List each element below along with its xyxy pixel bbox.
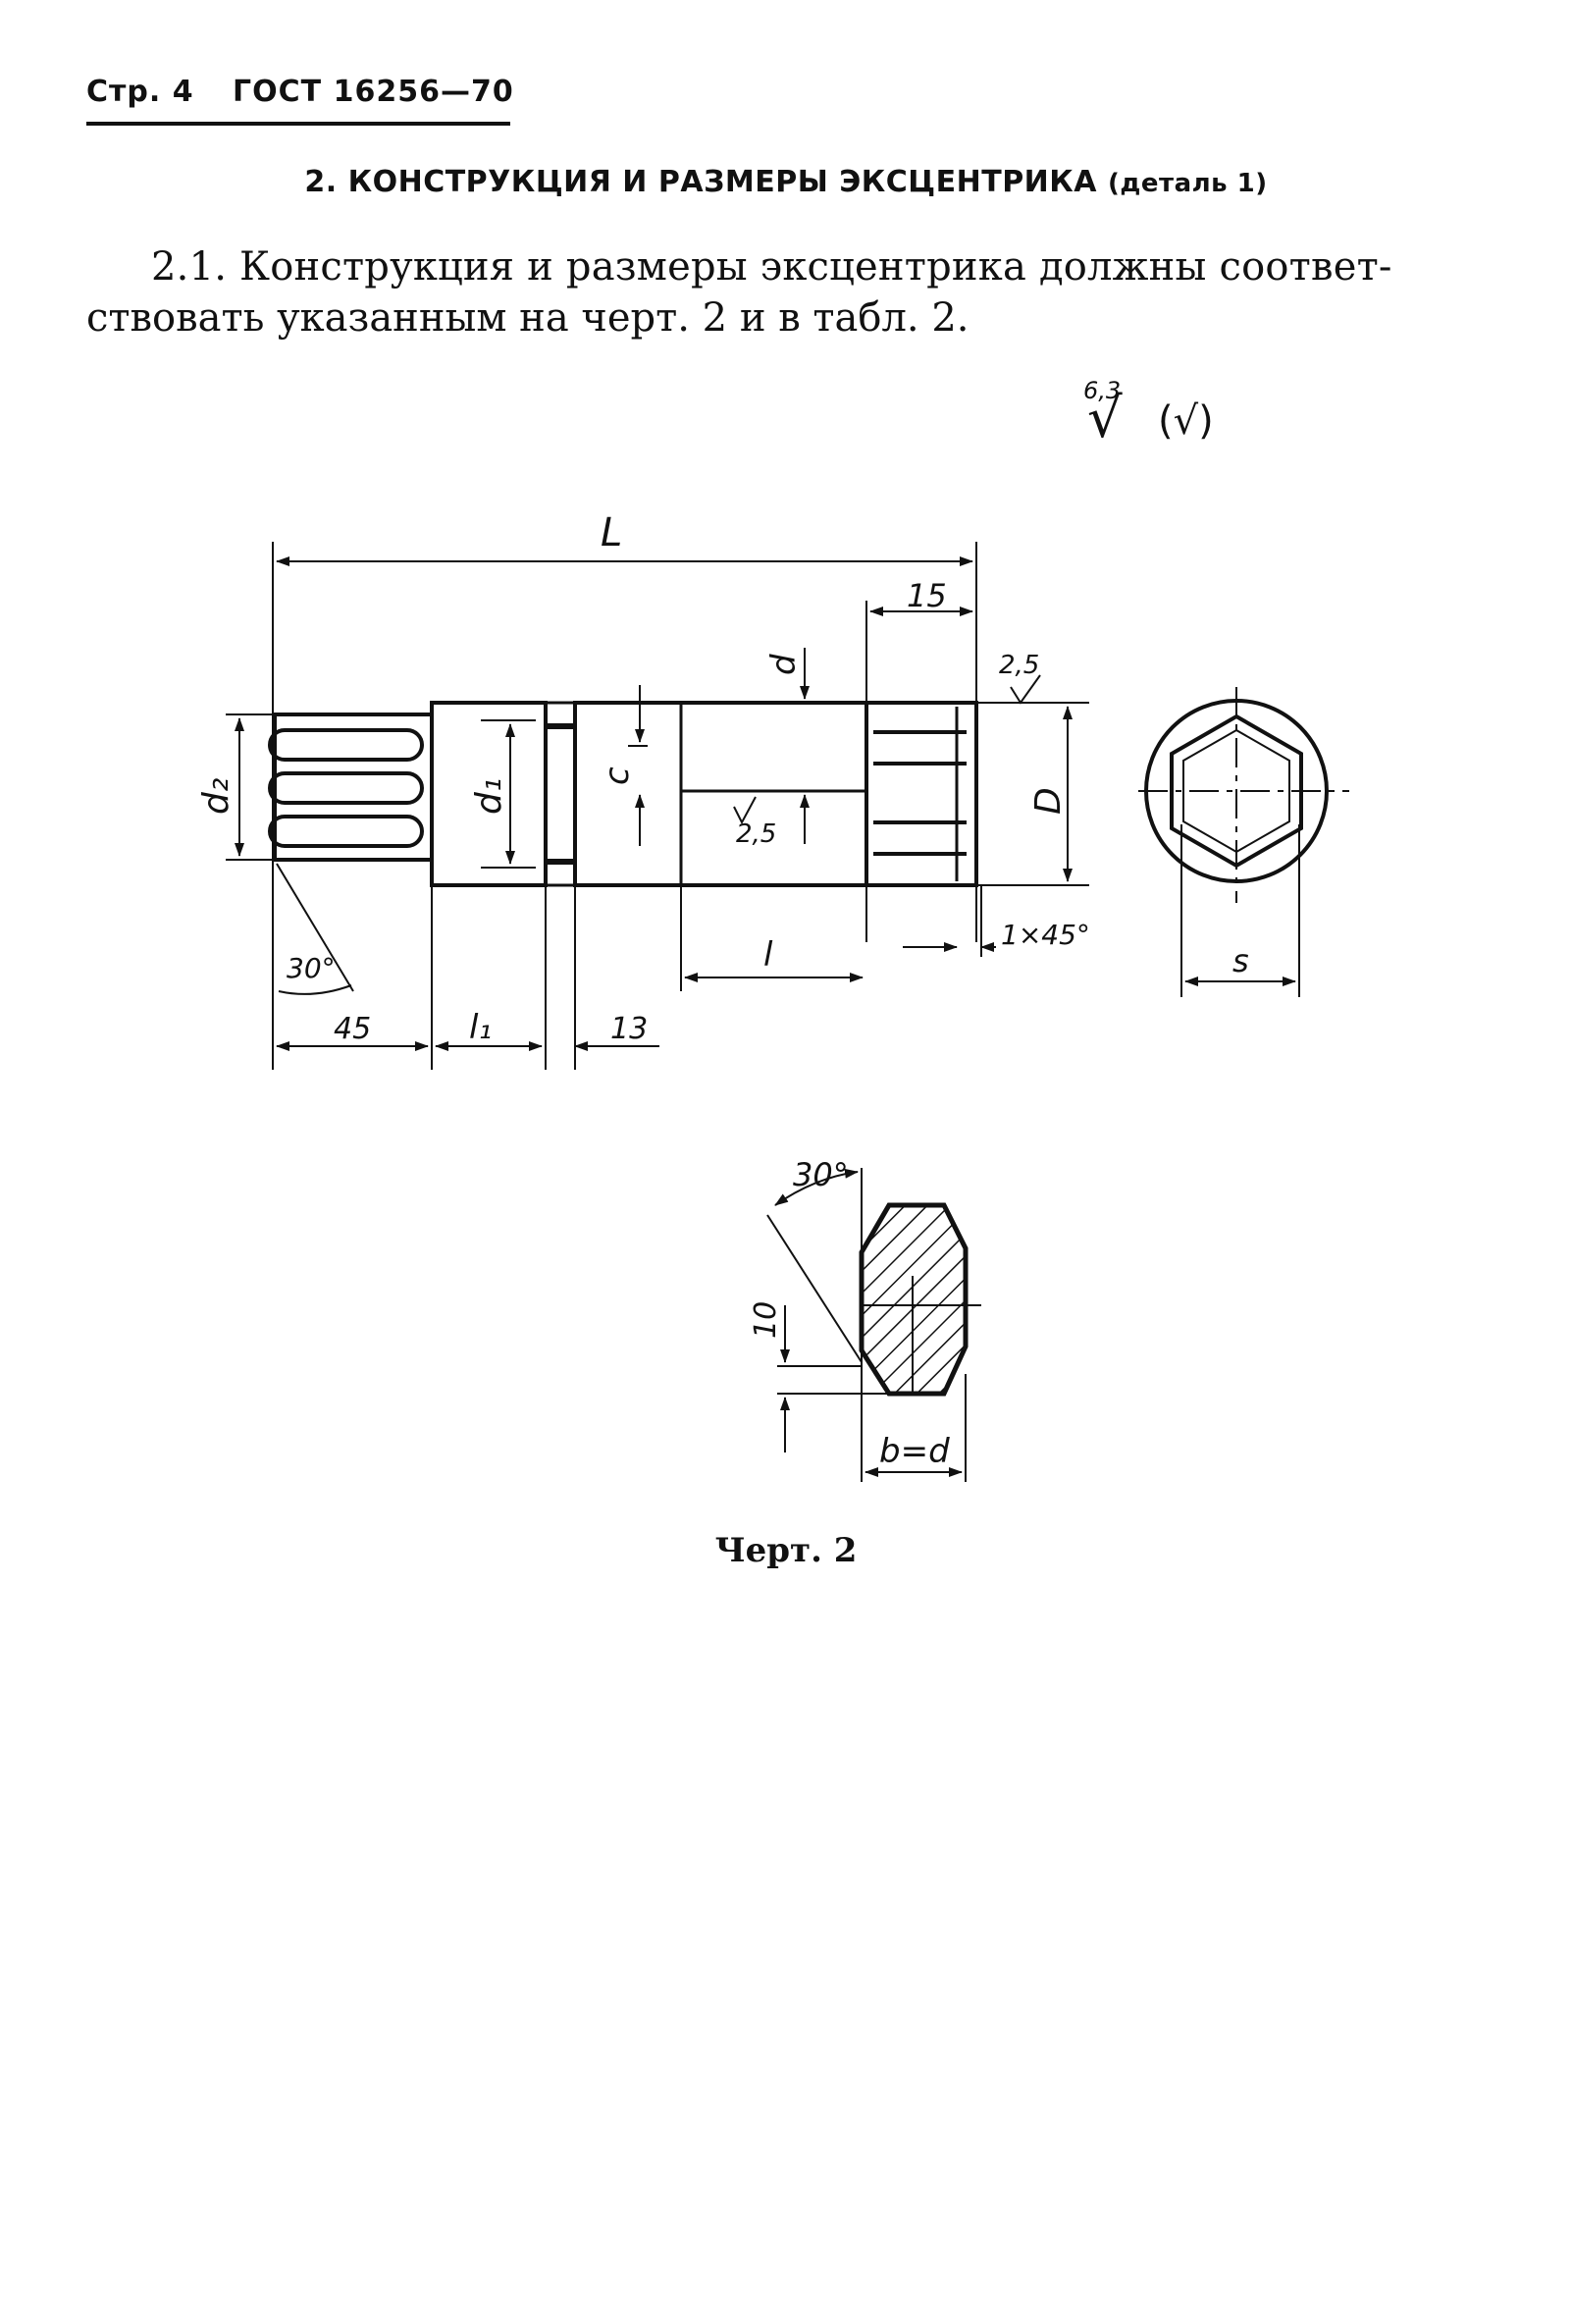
paragraph-line-1: 2.1. Конструкция и размеры эксцентрика д…: [151, 244, 1392, 290]
page-number: Стр. 4: [86, 75, 194, 109]
roughness-tick-center: [733, 796, 757, 825]
label-d: d: [764, 654, 804, 675]
label-13: 13: [610, 1012, 648, 1046]
label-D: D: [1028, 787, 1069, 815]
label-chamfer: 1×45°: [1001, 919, 1090, 951]
section-title-main: 2. КОНСТРУКЦИЯ И РАЗМЕРЫ ЭКСЦЕНТРИКА: [304, 165, 1098, 199]
paragraph-2-1: 2.1. Конструкция и размеры эксцентрика д…: [86, 241, 1460, 343]
hex-head-side: [865, 701, 978, 887]
label-s: s: [1232, 942, 1249, 979]
label-l1: l₁: [469, 1008, 492, 1047]
section-title: 2. КОНСТРУКЦИЯ И РАЗМЕРЫ ЭКСЦЕНТРИКА (де…: [0, 165, 1572, 199]
figure-caption: Черт. 2: [714, 1531, 858, 1570]
header-rule: [86, 122, 510, 126]
section-view: [766, 1168, 981, 1482]
knurled-end: [273, 713, 434, 862]
angle-arc-30: [278, 984, 352, 995]
groove: [544, 701, 577, 887]
label-d1: d₁: [469, 778, 509, 815]
label-L: L: [601, 510, 622, 555]
chamfer-line-30: [276, 863, 354, 992]
drawing-labels: L 15 d 2,5 2,5 d₂ d₁ c D 30° 1×45° l 45 …: [196, 510, 1249, 1471]
knurl-groove-1: [268, 728, 424, 762]
paragraph-line-2: ствовать указанным на черт. 2 и в табл. …: [86, 295, 969, 341]
knurl-groove-3: [268, 815, 424, 848]
section-title-sub: (деталь 1): [1107, 169, 1268, 198]
label-b-equals-d: b=d: [879, 1432, 950, 1471]
roughness-tick-right: [1010, 674, 1041, 705]
end-view-hex-inner: [1182, 728, 1290, 854]
section-angle-arc: [774, 1168, 859, 1206]
roughness-check-icon: √: [1087, 387, 1123, 450]
eccentric-body: [573, 701, 868, 887]
label-angle-30: 30°: [287, 952, 336, 984]
end-view-circle: [1144, 699, 1329, 883]
label-l: l: [763, 935, 773, 975]
label-10: 10: [749, 1301, 783, 1339]
section-angle-line: [766, 1214, 863, 1363]
end-view-hex: [1170, 713, 1303, 869]
label-rough-25-top: 2,5: [999, 651, 1039, 680]
side-view: [226, 542, 1089, 1070]
label-angle-30-section: 30°: [793, 1156, 849, 1193]
standard-number: ГОСТ 16256—70: [233, 75, 514, 109]
label-15: 15: [907, 577, 947, 614]
roughness-value: 6,3: [1083, 377, 1122, 404]
knurl-groove-2: [268, 771, 424, 805]
label-rough-25-center: 2,5: [736, 819, 776, 849]
page-header: Стр. 4 ГОСТ 16256—70: [86, 75, 542, 109]
label-45: 45: [334, 1012, 371, 1046]
label-c: c: [598, 766, 637, 785]
label-d2: d₂: [196, 778, 236, 815]
end-view: [1138, 687, 1349, 997]
roughness-paren: (√): [1158, 398, 1214, 444]
